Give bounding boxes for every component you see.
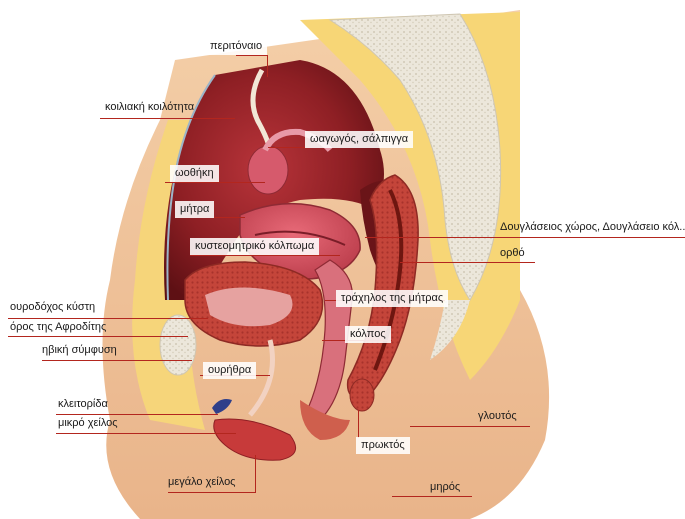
leader-rectum bbox=[400, 262, 535, 263]
leader-peritoneum-v bbox=[267, 55, 268, 77]
leader-peritoneum bbox=[236, 55, 268, 56]
leader-vesicouterine bbox=[190, 255, 340, 256]
leader-pubic-symphysis bbox=[42, 360, 192, 361]
ovary bbox=[248, 146, 288, 194]
leader-bladder bbox=[8, 318, 208, 319]
leader-mons bbox=[8, 336, 188, 337]
label-thigh: μηρός bbox=[430, 481, 460, 494]
leader-labia-majora bbox=[168, 492, 256, 493]
label-bladder: ουροδόχος κύστη bbox=[10, 301, 95, 314]
leader-douglas-pouch bbox=[365, 237, 685, 238]
leader-fallopian-tube bbox=[268, 147, 306, 148]
label-clitoris: κλειτορίδα bbox=[58, 398, 108, 411]
label-mons-pubis: όρος της Αφροδίτης bbox=[10, 321, 106, 334]
leader-gluteus bbox=[410, 426, 530, 427]
label-peritoneum: περιτόναιο bbox=[205, 38, 267, 55]
label-vesicouterine-pouch: κυστεομητρικό κόλπωμα bbox=[190, 238, 319, 255]
label-pubic-symphysis: ηβική σύμφυση bbox=[42, 344, 117, 357]
leader-thigh bbox=[392, 496, 472, 497]
label-rectum: ορθό bbox=[500, 247, 525, 260]
leader-anus-v bbox=[358, 410, 359, 438]
label-urethra: ουρήθρα bbox=[203, 362, 256, 379]
leader-abdominal-cavity bbox=[100, 118, 235, 119]
label-gluteus: γλουτός bbox=[478, 410, 517, 423]
label-labia-majora: μεγάλο χείλος bbox=[168, 476, 235, 489]
leader-clitoris bbox=[56, 414, 218, 415]
anal-sphincter bbox=[350, 379, 374, 411]
label-abdominal-cavity: κοιλιακή κοιλότητα bbox=[105, 101, 194, 114]
label-fallopian-tube: ωαγωγός, σάλπιγγα bbox=[305, 131, 413, 148]
leader-labia-minora bbox=[56, 433, 236, 434]
leader-ovary bbox=[165, 182, 265, 183]
label-douglas-pouch: Δουγλάσειος χώρος, Δουγλάσειο κόλ... bbox=[500, 221, 685, 234]
leader-labia-majora-v bbox=[255, 455, 256, 493]
pubic-bone bbox=[160, 315, 196, 375]
label-vagina: κόλπος bbox=[345, 326, 391, 343]
label-labia-minora: μικρό χείλος bbox=[58, 417, 118, 430]
label-anus: πρωκτός bbox=[356, 437, 410, 454]
label-ovary: ωοθήκη bbox=[170, 165, 219, 182]
label-cervix: τράχηλος της μήτρας bbox=[336, 290, 448, 307]
label-uterus: μήτρα bbox=[175, 201, 214, 218]
